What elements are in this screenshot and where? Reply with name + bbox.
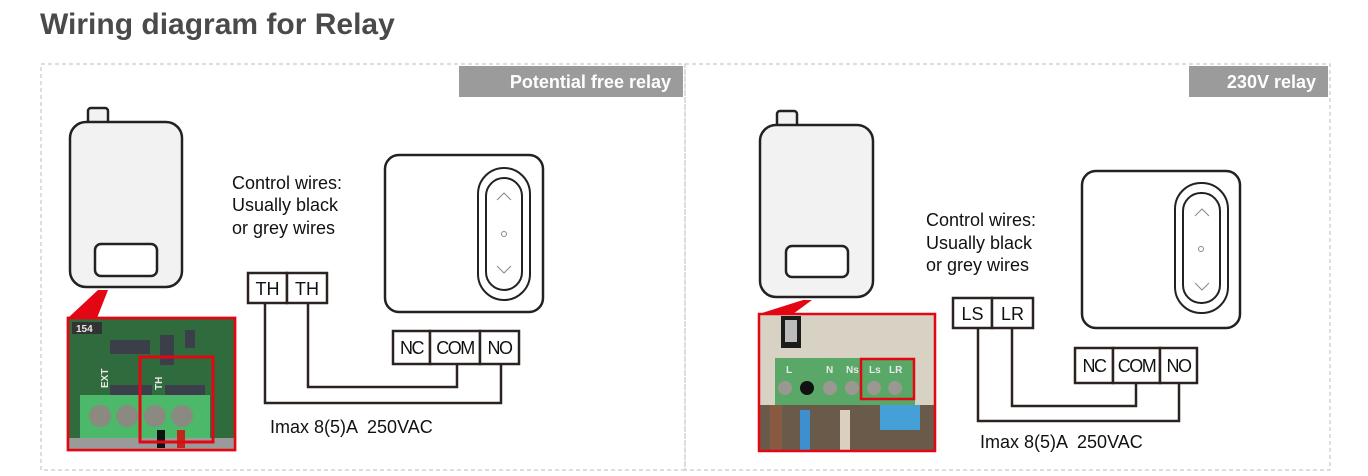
terminal-ls	[951, 296, 994, 330]
panel-tag: 230V relay	[1227, 72, 1316, 92]
terminal-photo: L N Ns Ls LR	[757, 312, 937, 453]
terminal-nc	[391, 329, 432, 366]
photo-label: TH	[154, 377, 165, 390]
control-wires-note: Usually black	[232, 195, 339, 215]
control-wires-note: Usually black	[926, 233, 1033, 253]
photo-label: LR	[889, 365, 903, 376]
terminal-label: COM	[1118, 356, 1156, 376]
terminal-lr	[990, 296, 1035, 330]
gateway-device	[68, 106, 184, 289]
photo-label: Ls	[869, 365, 881, 376]
wire-th1-no	[263, 303, 503, 405]
photo-label: 154	[76, 324, 93, 335]
panel-230v-relay: 230V relay L N Ns Ls LR	[757, 66, 1328, 453]
terminal-no	[478, 329, 521, 366]
wire-th2-com	[306, 303, 459, 389]
terminal-highlight	[859, 357, 916, 401]
photo-label: Ns	[846, 365, 859, 376]
terminal-label: NO	[1167, 356, 1192, 376]
arrow-down-icon	[496, 265, 512, 274]
terminal-label: LS	[961, 304, 983, 324]
rating-label: Imax 8(5)A 250VAC	[980, 432, 1143, 452]
wire-lr-com	[1010, 328, 1138, 408]
terminal-label: LR	[1001, 304, 1024, 324]
terminal-th-2	[285, 271, 329, 305]
panel-potential-free-relay: Potential free relay 154 EXT TH	[66, 66, 683, 452]
control-wires-note: Control wires:	[232, 173, 342, 193]
panel-tag-bg	[459, 66, 683, 97]
panel-tag: Potential free relay	[510, 72, 671, 92]
terminal-label: NC	[400, 338, 424, 358]
dot-icon	[501, 231, 507, 237]
terminal-label: TH	[256, 279, 280, 299]
terminal-no	[1158, 346, 1199, 385]
arrow-down-icon	[1194, 282, 1210, 291]
control-wires-note: or grey wires	[232, 218, 335, 238]
panel-tag-bg	[1189, 66, 1328, 97]
page-title: Wiring diagram for Relay	[40, 8, 395, 41]
callout-pointer	[68, 290, 108, 318]
terminal-highlight	[138, 355, 215, 444]
terminal-label: COM	[436, 338, 474, 358]
panel-230v-border	[684, 63, 1331, 471]
dot-icon	[1198, 246, 1204, 252]
control-wires-note: Control wires:	[926, 210, 1036, 230]
terminal-com	[428, 329, 482, 366]
terminal-label: NO	[488, 338, 513, 358]
photo-label: EXT	[100, 369, 111, 388]
gateway-device	[758, 109, 875, 299]
control-wires-note: or grey wires	[926, 255, 1029, 275]
pcb-photo: 154 EXT TH	[66, 316, 237, 452]
terminal-label: NC	[1083, 356, 1107, 376]
arrow-up-icon	[1194, 208, 1210, 217]
arrow-up-icon	[496, 192, 512, 201]
rating-label: Imax 8(5)A 250VAC	[270, 417, 433, 437]
callout-pointer	[759, 300, 812, 314]
terminal-label: TH	[295, 279, 319, 299]
thermostat-device	[1080, 169, 1242, 330]
thermostat-device	[383, 153, 545, 314]
photo-label: N	[826, 365, 833, 376]
photo-label: L	[786, 365, 792, 376]
wire-ls-no	[976, 328, 1181, 423]
